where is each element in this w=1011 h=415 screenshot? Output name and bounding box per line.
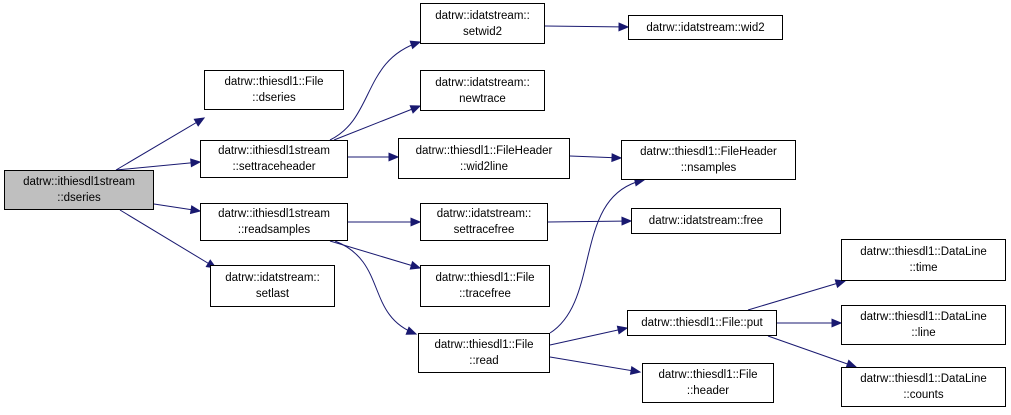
node-wid2[interactable]: datrw::idatstream::wid2 <box>628 15 783 40</box>
node-label-line: datrw::thiesdl1::File <box>434 339 534 351</box>
edge-readsamples-to-settracefree-arrowhead <box>410 217 422 227</box>
edge-readsamples-to-tracefree-arrowhead <box>409 260 422 270</box>
node-label-line: ::read <box>469 355 499 367</box>
edge-put-to-line-arrowhead <box>831 318 843 328</box>
edge-settracefree-to-free <box>547 220 632 223</box>
edge-root-to-settraceheader-arrowhead <box>190 158 202 168</box>
edge-read-to-put-arrowhead <box>616 325 629 335</box>
node-wid2line[interactable]: datrw::thiesdl1::FileHeader::wid2line <box>398 138 570 179</box>
node-label-line: datrw::idatstream:: <box>435 9 530 22</box>
node-label-line: settracefree <box>453 224 515 236</box>
node-tracefree[interactable]: datrw::thiesdl1::File::tracefree <box>420 265 550 307</box>
node-label-line: datrw::idatstream:: <box>225 272 320 284</box>
edge-settraceheader-to-wid2line-arrowhead <box>388 152 400 162</box>
node-free[interactable]: datrw::idatstream::free <box>631 208 781 234</box>
node-file-dseries[interactable]: datrw::thiesdl1::File::dseries <box>204 70 344 110</box>
node-label-line: newtrace <box>459 92 506 105</box>
edge-readsamples-to-read <box>334 240 417 335</box>
node-label-line: ::time <box>909 262 938 274</box>
node-label-line: datrw::thiesdl1::FileHeader <box>415 144 553 157</box>
node-label-line: setlast <box>255 288 290 300</box>
node-label-line: ::wid2line <box>460 160 508 173</box>
edge-read-to-nsamples <box>549 179 645 334</box>
edge-wid2line-to-nsamples-arrowhead <box>611 153 623 163</box>
node-setwid2[interactable]: datrw::idatstream::setwid2 <box>420 3 545 44</box>
node-label-line: ::readsamples <box>237 224 311 236</box>
node-label-line: ::settraceheader <box>232 161 316 173</box>
node-label-line: setwid2 <box>463 25 502 38</box>
edge-settracefree-to-free-arrowhead <box>621 216 633 226</box>
node-setlast[interactable]: datrw::idatstream::setlast <box>210 265 335 307</box>
node-label-line: datrw::ithiesdl1stream <box>218 145 330 157</box>
node-label-line: ::header <box>686 385 730 397</box>
node-label-line: ::dseries <box>252 92 296 104</box>
node-label-line: datrw::idatstream:: <box>436 208 532 220</box>
node-label-line: datrw::thiesdl1::FileHeader <box>640 146 777 158</box>
node-label-line: datrw::idatstream:: <box>435 76 530 89</box>
node-settracefree[interactable]: datrw::idatstream::settracefree <box>420 203 548 241</box>
edge-put-to-time-arrowhead <box>834 279 847 289</box>
edge-root-to-readsamples-arrowhead <box>189 205 202 215</box>
edge-setwid2-to-wid2 <box>544 25 629 28</box>
edge-settraceheader-to-setwid2 <box>329 41 421 141</box>
edge-root-to-file-dseries <box>115 117 205 171</box>
node-time[interactable]: datrw::thiesdl1::DataLine::time <box>841 239 1006 281</box>
edge-read-to-header <box>549 356 641 373</box>
node-read[interactable]: datrw::thiesdl1::File::read <box>418 333 550 373</box>
node-label-line: datrw::thiesdl1::File <box>658 369 758 381</box>
edge-settraceheader-to-newtrace-arrowhead <box>409 105 422 114</box>
node-label-line: datrw::thiesdl1::File <box>435 272 535 284</box>
edge-root-to-settraceheader <box>115 161 201 171</box>
edge-put-to-counts <box>767 335 857 368</box>
node-label-line: datrw::thiesdl1::DataLine <box>860 373 987 385</box>
node-label-line: datrw::thiesdl1::File::put <box>641 317 763 329</box>
edge-settraceheader-to-newtrace <box>333 105 421 141</box>
node-label-line: ::nsamples <box>680 162 737 174</box>
node-label-line: datrw::thiesdl1::File <box>224 76 324 88</box>
node-header[interactable]: datrw::thiesdl1::File::header <box>642 363 774 403</box>
edge-root-to-setlast <box>119 209 217 269</box>
node-label-line: datrw::thiesdl1::DataLine <box>860 246 987 258</box>
edge-root-to-file-dseries-arrowhead <box>193 117 206 127</box>
edge-put-to-time <box>747 280 846 311</box>
node-label-line: datrw::idatstream::free <box>648 215 764 227</box>
node-label-line: datrw::ithiesdl1stream <box>23 176 135 188</box>
edge-setwid2-to-wid2-arrowhead <box>618 22 630 32</box>
node-label-line: ::tracefree <box>459 288 511 300</box>
node-line[interactable]: datrw::thiesdl1::DataLine::line <box>841 305 1006 345</box>
edge-read-to-header-arrowhead <box>629 365 642 375</box>
node-newtrace[interactable]: datrw::idatstream::newtrace <box>420 70 545 111</box>
node-label-line: ::line <box>911 327 936 339</box>
node-nsamples[interactable]: datrw::thiesdl1::FileHeader::nsamples <box>621 140 796 180</box>
node-label-line: datrw::thiesdl1::DataLine <box>860 311 987 323</box>
node-label-line: ::dseries <box>57 192 101 204</box>
node-label-line: datrw::idatstream::wid2 <box>646 21 765 34</box>
edge-read-to-put <box>549 327 628 346</box>
node-counts[interactable]: datrw::thiesdl1::DataLine::counts <box>841 367 1006 407</box>
node-label-line: datrw::ithiesdl1stream <box>218 208 330 220</box>
edge-settraceheader-to-setwid2-arrowhead <box>409 40 422 50</box>
node-root[interactable]: datrw::ithiesdl1stream::dseries <box>4 170 154 210</box>
node-label-line: ::counts <box>903 389 944 401</box>
node-put[interactable]: datrw::thiesdl1::File::put <box>627 310 777 336</box>
node-readsamples[interactable]: datrw::ithiesdl1stream::readsamples <box>200 203 348 241</box>
edge-readsamples-to-read-arrowhead <box>405 326 418 335</box>
node-settraceheader[interactable]: datrw::ithiesdl1stream::settraceheader <box>200 140 348 178</box>
